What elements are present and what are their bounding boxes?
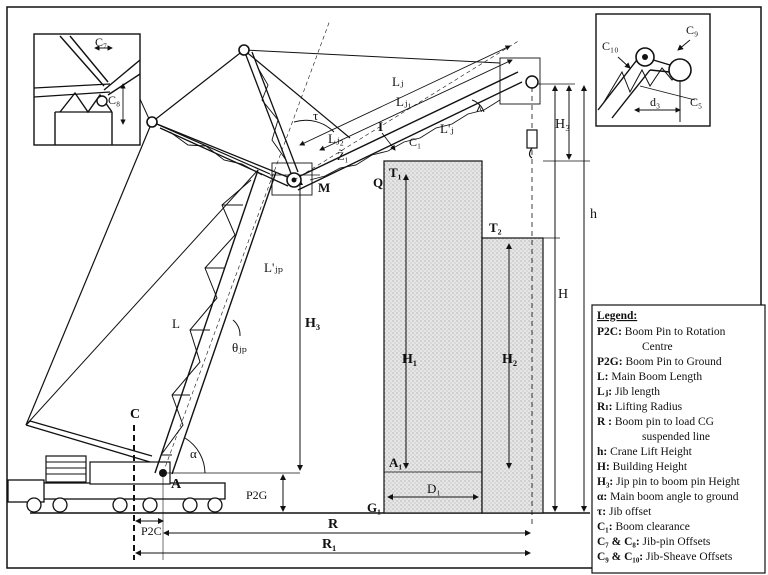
label-i: I	[378, 119, 383, 134]
label-alpha: α	[190, 446, 197, 461]
legend-item: C₇ & C₈: Jib-pin Offsets	[597, 536, 711, 548]
legend-item: h: Crane Lift Height	[597, 446, 693, 458]
legend-item: H: Building Height	[597, 461, 688, 473]
legend-item: H₃: Jip pin to boom pin Height	[597, 476, 741, 488]
label-h3-mid: H₃	[305, 316, 320, 331]
label-lj: Lⱼ	[392, 74, 403, 89]
legend-item-continuation: Centre	[642, 341, 673, 353]
label-t1: T₁	[389, 165, 402, 180]
label-c1: C₁	[409, 135, 421, 149]
label-g1: G₁	[367, 500, 381, 515]
legend-item: L: Main Boom Length	[597, 371, 702, 383]
tau-arc	[293, 119, 335, 133]
jib-pin-box	[271, 162, 313, 196]
label-c10: C₁₀	[602, 39, 618, 53]
label-lambda: λ	[476, 100, 483, 115]
legend-item: Rₗ: Lifting Radius	[597, 401, 683, 413]
legend-item: Lⱼ: Jib length	[597, 386, 660, 398]
building-short	[481, 237, 544, 514]
label-d3: d₃	[650, 95, 660, 109]
diagram-labels: C A M Q T₁ T₂ G₁ A₁ D₁ L Lⱼ Lⱼ₁ Lⱼ₂ L'ⱼₚ…	[95, 23, 702, 552]
label-m: M	[318, 180, 330, 195]
strut-pin-1	[146, 116, 158, 128]
legend: Legend: P2C: Boom Pin to RotationCentreP2…	[597, 310, 741, 563]
legend-item-continuation: suspended line	[642, 431, 710, 443]
crane-carrier	[7, 455, 226, 513]
label-c5: C₅	[690, 95, 702, 109]
jib-struts	[151, 49, 299, 187]
label-h2: H₂	[502, 352, 517, 367]
inset-jib-sheave-offsets	[595, 13, 711, 127]
label-ljp: L'ⱼₚ	[264, 260, 283, 275]
legend-title: Legend:	[597, 310, 637, 322]
label-a: A	[171, 477, 182, 492]
main-boom	[154, 169, 277, 475]
legend-item: P2C: Boom Pin to Rotation	[597, 326, 726, 338]
label-lj2: Lⱼ₂	[328, 131, 344, 146]
legend-box	[591, 304, 766, 574]
legend-item: C₉ & C₁₀: Jib-Sheave Offsets	[597, 551, 733, 563]
theta-arc	[232, 319, 241, 337]
building-tall	[383, 160, 483, 514]
legend-item: P2G: Boom Pin to Ground	[597, 356, 722, 368]
label-h1: H₁	[402, 352, 417, 367]
legend-item: α: Main boom angle to ground	[597, 491, 739, 503]
hook	[528, 147, 533, 159]
lj1-dimension	[319, 59, 513, 151]
jib-sheave	[525, 75, 539, 89]
label-q: Q	[373, 175, 383, 190]
legend-item: τ: Jib offset	[597, 506, 652, 518]
label-r1: R₁	[322, 537, 336, 552]
label-z1: Z̃₁	[337, 149, 349, 163]
label-r: R	[328, 517, 339, 532]
legend-item: C₁: Boom clearance	[597, 521, 690, 533]
label-h3-right: H₃	[555, 117, 570, 132]
label-a1: A₁	[389, 455, 402, 470]
legend-item: R : Boom pin to load CG	[597, 416, 714, 428]
label-p2c: P2C	[141, 524, 162, 538]
outer-frame	[6, 6, 762, 569]
inset-jib-pin-offsets	[33, 33, 141, 146]
strut-pin-2	[238, 44, 250, 56]
label-c: C	[130, 407, 140, 422]
label-theta-jp: θⱼₚ	[232, 340, 247, 355]
label-c9: C₉	[686, 23, 698, 37]
label-t2: T₂	[489, 220, 502, 235]
label-c7: C₇	[95, 35, 107, 49]
label-c8: C₈	[108, 93, 120, 107]
lambda-arc	[471, 99, 485, 113]
label-lj1: Lⱼ₁	[396, 94, 412, 109]
label-big-h: H	[558, 287, 568, 302]
label-d1: D₁	[427, 481, 441, 496]
label-l: L	[172, 316, 180, 331]
label-tau: τ	[313, 108, 318, 123]
label-p2g: P2G	[246, 488, 268, 502]
label-lj-prime: L'ⱼ	[440, 121, 454, 136]
hook-block	[526, 129, 538, 149]
alpha-arc	[184, 437, 206, 474]
label-small-h: h	[590, 207, 597, 222]
